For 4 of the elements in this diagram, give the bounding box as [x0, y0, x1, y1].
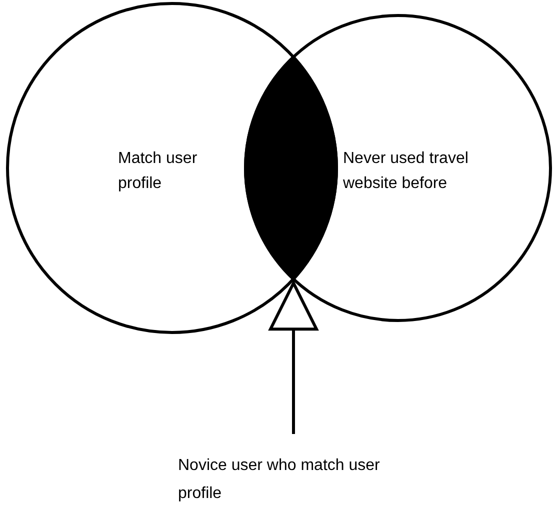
- arrow: [269, 282, 318, 434]
- annotation-text: Novice user who match user profile: [178, 456, 381, 504]
- set-label: Never used travel website before: [343, 149, 470, 194]
- set-label: Match user profile: [118, 149, 198, 194]
